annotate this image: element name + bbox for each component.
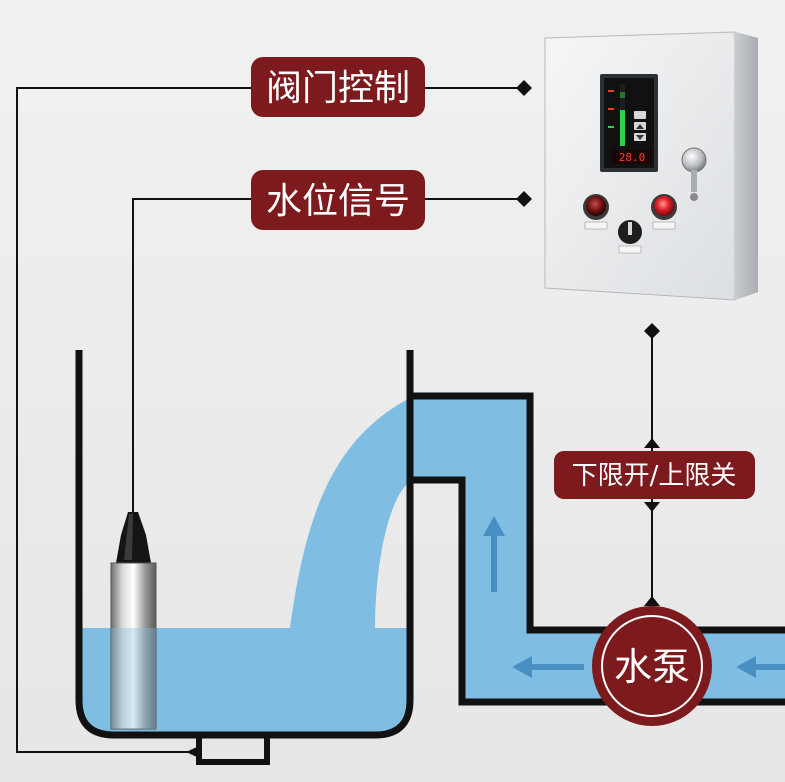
level-signal-label: 水位信号 [251, 170, 425, 230]
control-cabinet: 28.0 [544, 31, 758, 301]
level-signal-text: 水位信号 [266, 181, 410, 222]
limit-rule-text: 下限开/上限关 [572, 461, 737, 491]
pump-line-arrow-bottom [644, 596, 660, 606]
limit-rule-label: 下限开/上限关 [554, 451, 755, 499]
valve-line-node [516, 80, 532, 96]
valve-line-arrow [186, 746, 199, 758]
meter-reading: 28.0 [619, 151, 646, 164]
pump-line-node-top [644, 323, 660, 339]
pump-line-arrow-down [644, 502, 660, 512]
right-indicator-lamp [651, 194, 677, 230]
key-lock [681, 147, 707, 201]
tank-water [79, 628, 410, 735]
valve-control-text: 阀门控制 [266, 68, 410, 109]
valve-control-label: 阀门控制 [251, 57, 425, 117]
pump-line-arrow-up [644, 438, 660, 448]
flow-up-arrow [483, 516, 505, 592]
water-stream [290, 398, 530, 630]
pump: 水泵 [592, 606, 712, 726]
level-probe [110, 512, 157, 730]
level-line-node [516, 191, 532, 207]
left-indicator-lamp [583, 194, 609, 230]
level-meter: 28.0 [600, 74, 658, 172]
selector-knob [618, 220, 642, 254]
flow-left-arrow-2 [736, 656, 785, 678]
pump-label: 水泵 [614, 645, 690, 689]
flow-left-arrow-1 [512, 656, 584, 678]
